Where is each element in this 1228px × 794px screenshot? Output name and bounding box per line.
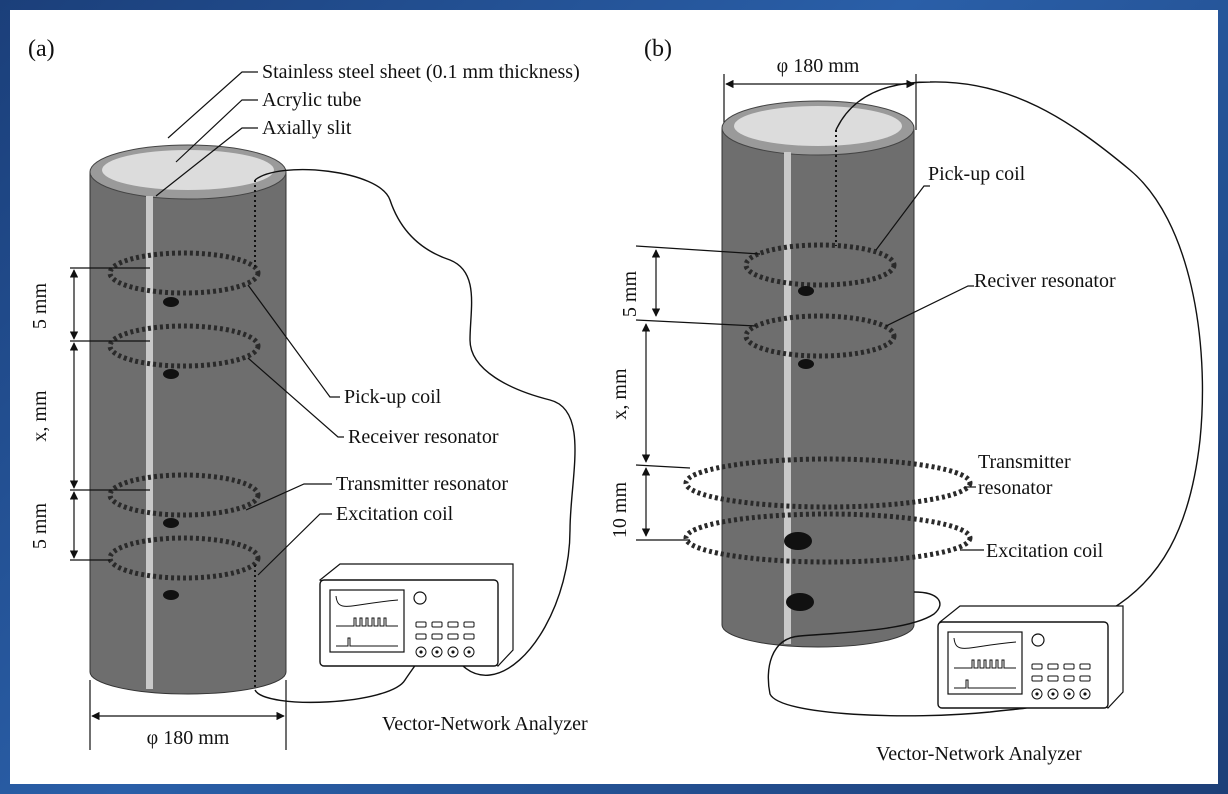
axial-slit-a bbox=[146, 196, 153, 689]
cable-pickup-a bbox=[254, 168, 576, 676]
capacitor-dot bbox=[786, 593, 814, 611]
pickup-coil-label-b: Pick-up coil bbox=[928, 163, 1026, 185]
diagram-canvas: (a) bbox=[28, 36, 1204, 765]
diameter-dim-a bbox=[89, 680, 287, 750]
coils-b bbox=[683, 242, 973, 565]
transmitter-label-line2-b: resonator bbox=[978, 477, 1053, 499]
cable-pickup-b bbox=[835, 81, 1204, 663]
capacitor-dot bbox=[784, 532, 812, 550]
vna-screen bbox=[947, 631, 1023, 695]
pickup-coil-b bbox=[743, 242, 897, 288]
excitation-coil-label-b: Excitation coil bbox=[986, 540, 1104, 562]
coils-a bbox=[107, 250, 261, 581]
leaders-a bbox=[155, 71, 344, 576]
leaders-b bbox=[875, 185, 984, 551]
capacitor-dot bbox=[798, 286, 814, 296]
stainless-steel-label: Stainless steel sheet (0.1 mm thickness) bbox=[262, 61, 580, 83]
axially-slit-label: Axially slit bbox=[262, 117, 352, 139]
pickup-coil-a bbox=[107, 250, 261, 296]
cylinder-a bbox=[89, 144, 287, 695]
panel-a: (a) bbox=[28, 36, 588, 750]
figure-panel: (a) bbox=[10, 10, 1218, 784]
excitation-coil-a bbox=[107, 535, 261, 581]
capacitor-dot bbox=[163, 518, 179, 528]
axial-slit-b bbox=[784, 152, 791, 644]
receiver-resonator-b bbox=[743, 313, 897, 359]
excitation-coil-b bbox=[683, 511, 973, 565]
vna-knob bbox=[1031, 633, 1045, 647]
vna-knob bbox=[413, 591, 427, 605]
cable-excitation-b bbox=[767, 591, 1033, 717]
capacitors-b bbox=[784, 286, 814, 611]
dim-top-label-a: 5 mm bbox=[29, 283, 51, 330]
receiver-resonator-label-b: Reciver resonator bbox=[974, 270, 1116, 292]
dim-mid-label-a: x, mm bbox=[29, 390, 51, 442]
vna-b bbox=[937, 605, 1124, 709]
pickup-coil-label-a: Pick-up coil bbox=[344, 386, 442, 408]
dim-bot-label-b: 10 mm bbox=[609, 482, 631, 539]
panel-b: (b) φ 180 mm bbox=[609, 36, 1204, 765]
diameter-label-b: φ 180 mm bbox=[777, 55, 860, 77]
dimension-lines-a bbox=[69, 267, 150, 561]
vna-label-b: Vector-Network Analyzer bbox=[876, 743, 1082, 765]
capacitor-dot bbox=[163, 297, 179, 307]
dim-top-label-b: 5 mm bbox=[619, 271, 641, 318]
diameter-label-a: φ 180 mm bbox=[147, 727, 230, 749]
cylinder-b bbox=[721, 100, 915, 648]
panel-b-tag: (b) bbox=[644, 36, 672, 62]
capacitor-dot bbox=[163, 590, 179, 600]
acrylic-tube-label: Acrylic tube bbox=[262, 89, 362, 111]
capacitor-dot bbox=[798, 359, 814, 369]
capacitor-dot bbox=[163, 369, 179, 379]
vna-screen bbox=[329, 589, 405, 653]
dimension-lines-b bbox=[635, 245, 761, 541]
dim-bot-label-a: 5 mm bbox=[29, 503, 51, 550]
transmitter-resonator-b bbox=[683, 456, 973, 510]
transmitter-resonator-a bbox=[107, 472, 261, 518]
excitation-coil-label-a: Excitation coil bbox=[336, 503, 454, 525]
vna-label-a: Vector-Network Analyzer bbox=[382, 713, 588, 735]
capacitors-a bbox=[163, 297, 179, 600]
receiver-resonator-a bbox=[107, 323, 261, 369]
receiver-resonator-label-a: Receiver resonator bbox=[348, 426, 499, 448]
dim-mid-label-b: x, mm bbox=[609, 368, 631, 420]
transmitter-resonator-label-a: Transmitter resonator bbox=[336, 473, 508, 495]
vna-a bbox=[318, 563, 514, 667]
diameter-dim-b bbox=[723, 74, 917, 130]
panel-a-tag: (a) bbox=[28, 36, 55, 62]
tube-top-face-b bbox=[734, 106, 902, 146]
transmitter-label-line1-b: Transmitter bbox=[978, 451, 1071, 473]
